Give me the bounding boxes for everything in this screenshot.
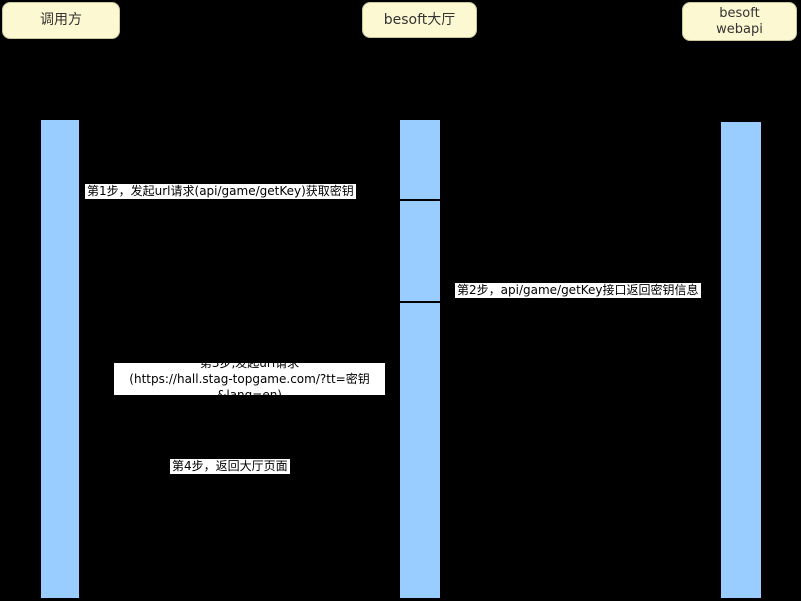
- message-label-3-line2: (https://hall.stag-topgame.com/?tt=密钥&la…: [129, 372, 370, 402]
- arrowhead-1: [712, 195, 721, 205]
- actor-label-webapi-line1: besoft: [719, 5, 760, 21]
- actor-label-caller: 调用方: [40, 12, 82, 28]
- activation-bar-webapi: [721, 122, 761, 598]
- message-arrow-1: [79, 199, 721, 201]
- message-label-3: 第3步,发起url请求 (https://hall.stag-topgame.c…: [114, 356, 385, 402]
- activation-bar-hall: [400, 120, 440, 598]
- message-label-3-line1: 第3步,发起url请求: [199, 356, 300, 370]
- arrowhead-4: [79, 468, 88, 478]
- message-label-2: 第2步，api/game/getKey接口返回密钥信息: [455, 283, 701, 298]
- message-label-4: 第4步，返回大厅页面: [170, 459, 290, 474]
- message-arrow-2: [79, 301, 721, 303]
- actor-box-caller: 调用方: [2, 2, 120, 39]
- actor-label-hall: besoft大厅: [383, 11, 456, 28]
- arrowhead-2: [79, 297, 88, 307]
- message-arrow-3: [79, 395, 400, 397]
- actor-box-webapi: besoft webapi: [682, 2, 797, 41]
- activation-bar-caller: [41, 120, 79, 598]
- arrowhead-3: [391, 391, 400, 401]
- actor-label-webapi-line2: webapi: [716, 21, 763, 37]
- message-label-1: 第1步，发起url请求(api/game/getKey)获取密钥: [85, 184, 356, 199]
- actor-box-hall: besoft大厅: [362, 2, 477, 38]
